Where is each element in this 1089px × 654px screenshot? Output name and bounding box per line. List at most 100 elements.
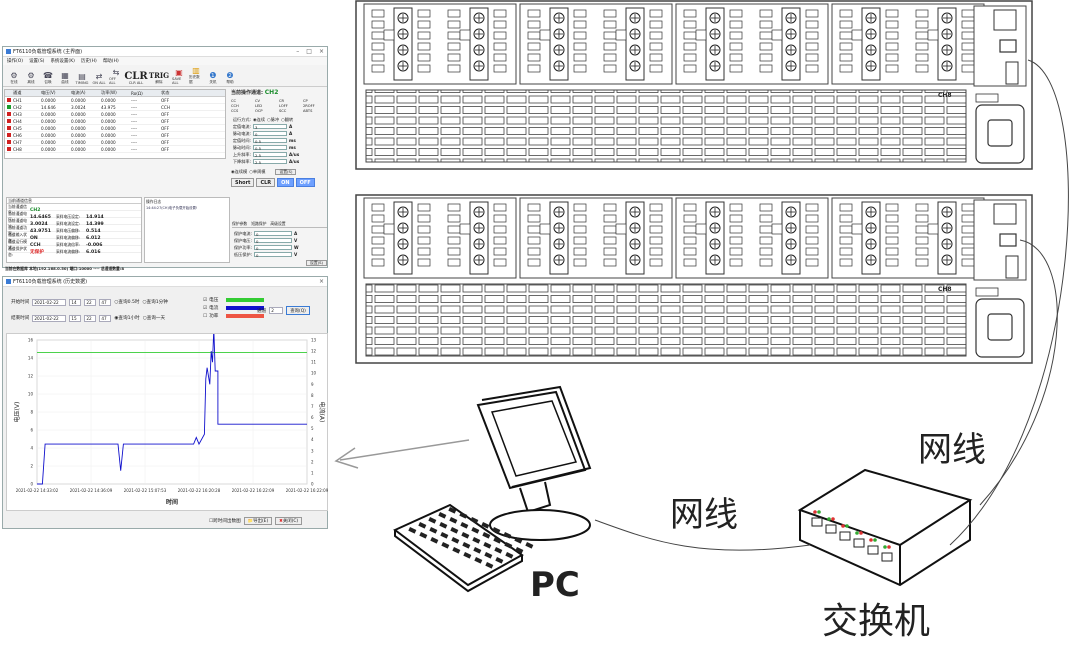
indicator-box (494, 65, 506, 72)
switch-led-icon (855, 531, 859, 535)
indicator-box (916, 10, 928, 17)
indicator-box (650, 54, 662, 61)
indicator-box (760, 215, 772, 222)
power-switch-icon (976, 94, 998, 102)
indicator-box (418, 248, 430, 255)
indicator-box (760, 204, 772, 211)
rs-port-icon (1006, 62, 1018, 84)
indicator-box (730, 54, 742, 61)
indicator-box (372, 226, 384, 233)
indicator-box (650, 226, 662, 233)
indicator-box (916, 204, 928, 211)
indicator-box (840, 259, 852, 266)
indicator-box (574, 65, 586, 72)
vent-grille (366, 284, 966, 356)
indicator-box (574, 226, 586, 233)
indicator-box (806, 215, 818, 222)
indicator-box (840, 237, 852, 244)
indicator-box (494, 32, 506, 39)
indicator-box (418, 215, 430, 222)
indicator-box (494, 54, 506, 61)
indicator-box (886, 21, 898, 28)
indicator-box (604, 226, 616, 233)
indicator-box (928, 30, 938, 40)
switch-label: 交换机 (822, 592, 930, 644)
indicator-box (448, 237, 460, 244)
indicator-box (916, 215, 928, 222)
indicator-box (528, 32, 540, 39)
indicator-box (372, 54, 384, 61)
dip-switch-icon (994, 204, 1016, 224)
indicator-box (730, 21, 742, 28)
switch-led-icon (831, 517, 835, 521)
indicator-box (384, 224, 394, 234)
indicator-box (574, 204, 586, 211)
indicator-box (886, 43, 898, 50)
indicator-box (528, 43, 540, 50)
indicator-box (650, 10, 662, 17)
indicator-box (650, 259, 662, 266)
indicator-box (372, 32, 384, 39)
indicator-box (962, 237, 974, 244)
indicator-box (448, 43, 460, 50)
indicator-box (418, 204, 430, 211)
indicator-box (730, 204, 742, 211)
indicator-box (806, 32, 818, 39)
indicator-box (448, 32, 460, 39)
indicator-box (494, 21, 506, 28)
indicator-box (886, 65, 898, 72)
load-module (520, 4, 672, 84)
indicator-box (528, 215, 540, 222)
switch-led-icon (873, 538, 877, 542)
indicator-box (528, 65, 540, 72)
indicator-box (886, 248, 898, 255)
indicator-box (916, 21, 928, 28)
load-module (832, 198, 984, 278)
switch-led-icon (883, 545, 887, 549)
indicator-box (372, 10, 384, 17)
indicator-box (372, 215, 384, 222)
indicator-box (886, 226, 898, 233)
indicator-box (852, 224, 862, 234)
indicator-box (806, 54, 818, 61)
indicator-box (684, 54, 696, 61)
vent-grille (366, 90, 966, 162)
indicator-box (806, 21, 818, 28)
indicator-box (574, 21, 586, 28)
indicator-box (574, 237, 586, 244)
indicator-box (806, 237, 818, 244)
indicator-box (418, 65, 430, 72)
load-module (520, 198, 672, 278)
indicator-box (650, 204, 662, 211)
switch-led-icon (845, 524, 849, 528)
indicator-box (840, 54, 852, 61)
net-label-right: 网线 (918, 422, 986, 471)
indicator-box (962, 226, 974, 233)
indicator-box (852, 30, 862, 40)
indicator-box (962, 21, 974, 28)
pc-icon (395, 387, 590, 591)
indicator-box (650, 32, 662, 39)
indicator-box (448, 259, 460, 266)
indicator-box (372, 204, 384, 211)
indicator-box (604, 54, 616, 61)
indicator-box (650, 21, 662, 28)
indicator-box (448, 65, 460, 72)
indicator-box (372, 43, 384, 50)
lan-port-icon (1000, 40, 1016, 52)
indicator-box (448, 21, 460, 28)
net-label-left: 网线 (670, 487, 738, 536)
indicator-box (372, 65, 384, 72)
indicator-box (574, 248, 586, 255)
indicator-box (730, 43, 742, 50)
indicator-box (616, 30, 626, 40)
load-module (832, 4, 984, 84)
indicator-box (528, 21, 540, 28)
power-socket-inner (988, 120, 1012, 146)
indicator-box (962, 248, 974, 255)
indicator-box (916, 237, 928, 244)
indicator-box (730, 215, 742, 222)
indicator-box (574, 215, 586, 222)
indicator-box (418, 10, 430, 17)
